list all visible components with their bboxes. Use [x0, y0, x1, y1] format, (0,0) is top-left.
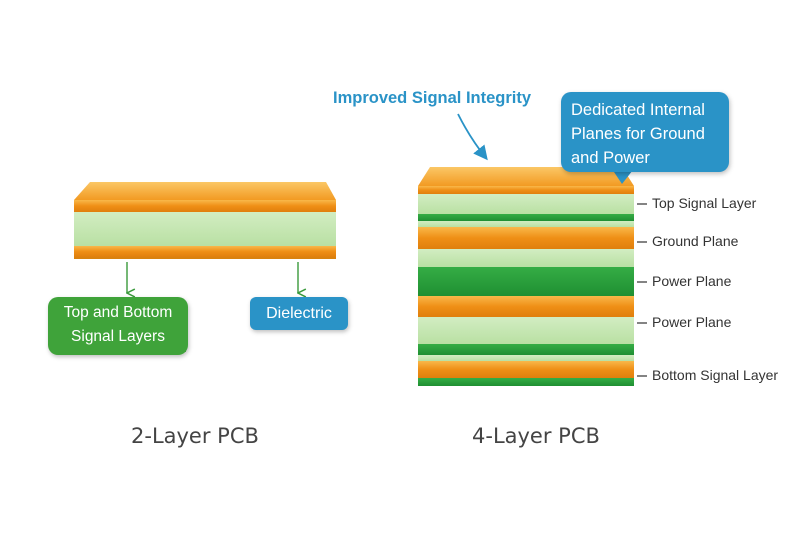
dielectric-2: [418, 249, 634, 267]
dedicated-callout-line3: and Power: [571, 149, 650, 167]
dedicated-planes-callout: Dedicated Internal Planes for Ground and…: [561, 92, 729, 172]
signal-layers-callout: Top and Bottom Signal Layers: [48, 297, 188, 355]
dielectric-callout: Dielectric: [250, 297, 348, 330]
green-strip-1: [418, 214, 634, 221]
two-layer-board: [74, 182, 336, 259]
bottom-copper-layer: [74, 246, 336, 257]
layer-label-bottom-signal: Bottom Signal Layer: [652, 367, 779, 383]
dielectric-3b: [418, 355, 634, 361]
power-plane-green: [418, 267, 634, 296]
bottom-signal-copper: [418, 361, 634, 378]
signal-layers-callout-line1: Top and Bottom: [63, 304, 173, 321]
green-strip-2: [418, 344, 634, 355]
signal-layers-callout-line2: Signal Layers: [71, 328, 165, 345]
top-copper-layer: [74, 200, 336, 212]
layer-label-ground-plane: Ground Plane: [652, 233, 739, 249]
top-copper-bevel: [74, 182, 336, 200]
layer-label-power-plane-2: Power Plane: [652, 314, 732, 330]
layer-label-power-plane-1: Power Plane: [652, 273, 732, 289]
bottom-edge: [74, 257, 336, 259]
dedicated-callout-line2: Planes for Ground: [571, 125, 705, 143]
dielectric-3: [418, 317, 634, 344]
improved-signal-label: Improved Signal Integrity: [333, 89, 532, 107]
top-signal-copper: [418, 186, 634, 194]
two-layer-title: 2-Layer PCB: [131, 424, 259, 448]
dielectric-1: [418, 194, 634, 214]
dielectric-core: [74, 212, 336, 246]
four-layer-board: [418, 167, 634, 386]
dielectric-1b: [418, 221, 634, 227]
power-plane-copper: [418, 296, 634, 317]
ground-plane-copper: [418, 227, 634, 249]
bottom-green-edge: [418, 378, 634, 386]
four-layer-title: 4-Layer PCB: [472, 424, 600, 448]
dedicated-callout-line1: Dedicated Internal: [571, 101, 705, 119]
layer-label-top-signal: Top Signal Layer: [652, 195, 757, 211]
improved-signal-arrow: [457, 113, 488, 161]
